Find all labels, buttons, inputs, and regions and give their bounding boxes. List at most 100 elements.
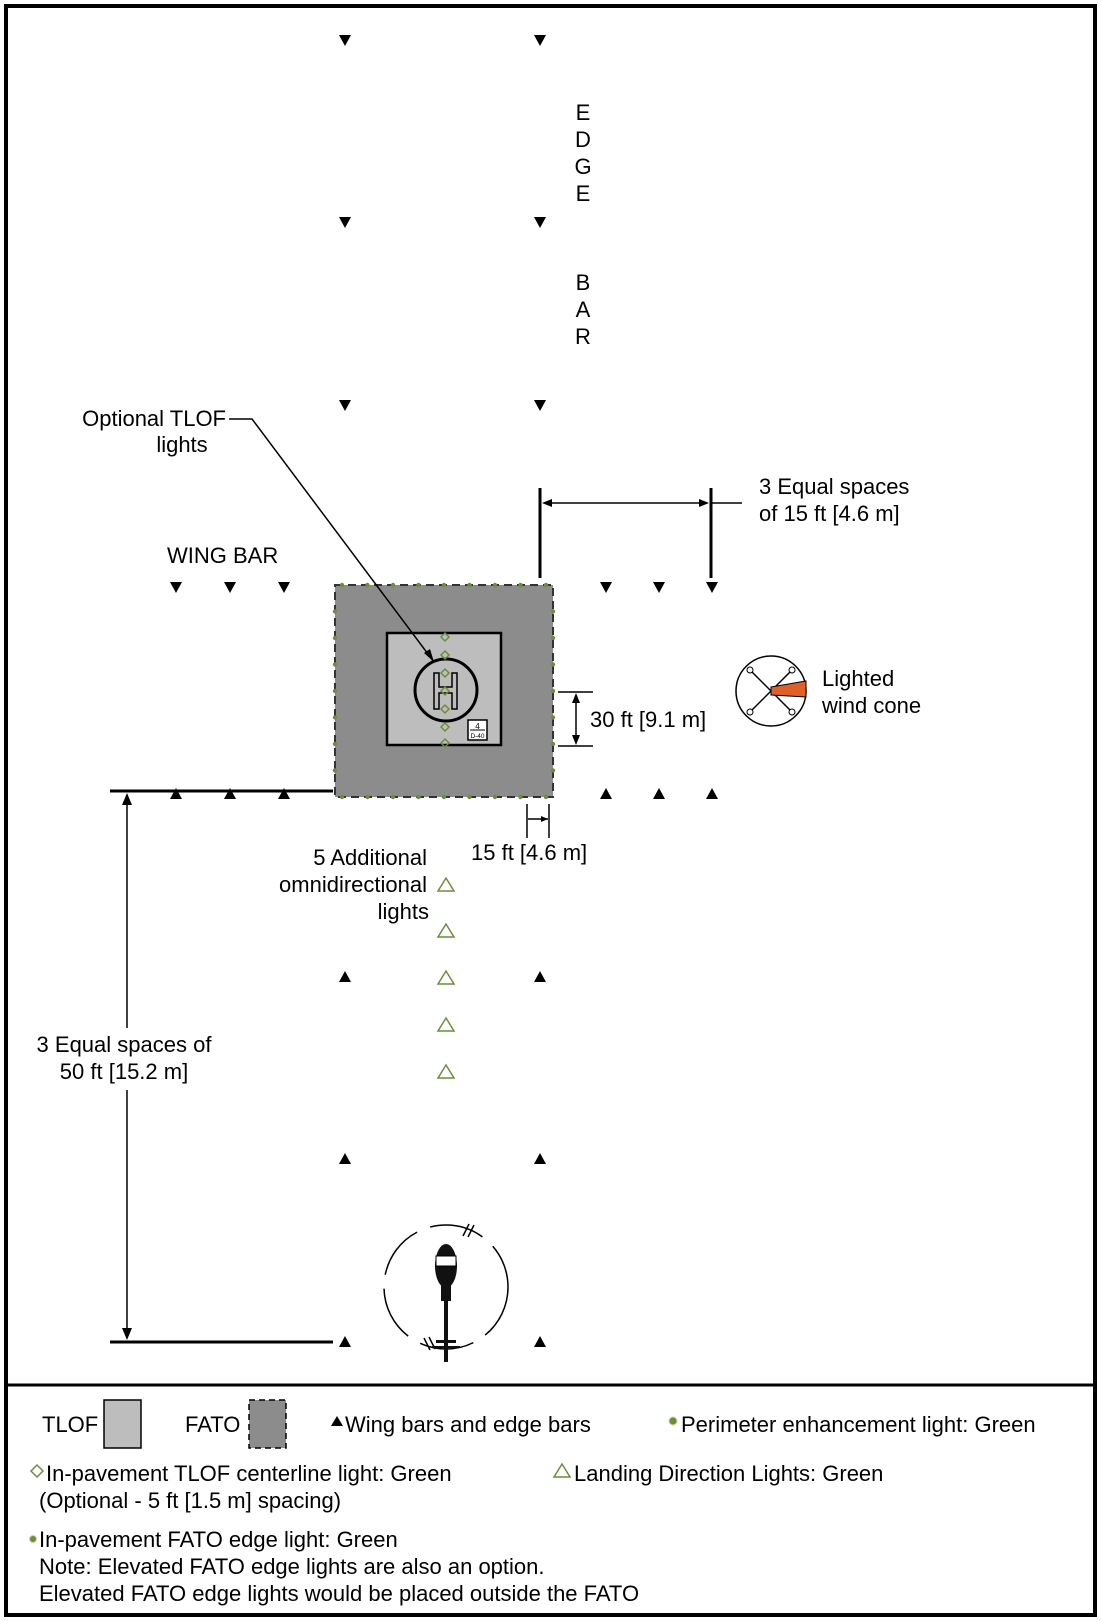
edge-bar-marker-up	[339, 1153, 351, 1164]
fato-edge-light	[492, 582, 498, 588]
edge-bar-marker-down	[339, 400, 351, 411]
fato-edge-light	[416, 582, 421, 588]
fato-edge-lights	[332, 582, 556, 800]
additional-lights-label-line3: lights	[378, 899, 429, 924]
legend-fato-label: FATO	[185, 1412, 240, 1437]
edge-letter: D	[575, 127, 591, 152]
perimeter-light-icon	[668, 1416, 678, 1426]
edge-bar-marker-up	[170, 788, 182, 799]
fato-edge-light	[543, 582, 549, 588]
fato-edge-light	[441, 582, 447, 588]
spaces-50-label-line2: 50 ft [15.2 m]	[60, 1059, 188, 1084]
edge-bar-marker-up	[339, 1336, 351, 1347]
legend-tlof-swatch	[103, 1399, 142, 1449]
bar-letter: R	[575, 324, 591, 349]
fato-edge-light	[550, 741, 556, 747]
centerline-diamond	[439, 667, 451, 679]
fato-edge-light	[365, 582, 370, 588]
fato-edge-light-icon	[29, 1535, 37, 1543]
bar-letter: B	[576, 270, 591, 295]
legend: TLOF FATO Wing bars and edge bars Perime…	[29, 1399, 1036, 1606]
fato-edge-light	[550, 715, 556, 720]
legend-note-line1: Note: Elevated FATO edge lights are also…	[39, 1554, 545, 1579]
edge-bar-marker-up	[224, 788, 236, 799]
fato-edge-light	[550, 609, 556, 614]
edge-letter: G	[574, 154, 591, 179]
landing-direction-lights	[436, 876, 456, 1079]
edge-bar-marker-up	[706, 788, 718, 799]
marking-weight: D-40	[470, 733, 484, 740]
fato-edge-light	[467, 582, 472, 588]
legend-fato-swatch	[248, 1399, 287, 1449]
centerline-diamond	[439, 721, 451, 733]
legend-note-line2: Elevated FATO edge lights would be place…	[39, 1581, 639, 1606]
edge-bar-marker-up	[600, 788, 612, 799]
edge-bar-marker-down	[278, 582, 290, 593]
dim-30-label: 30 ft [9.1 m]	[590, 707, 706, 732]
edge-bar-marker-down	[534, 35, 546, 46]
optional-tlof-label-line2: lights	[156, 432, 207, 457]
edge-bar-markers-lower	[170, 788, 718, 1347]
edge-bar-marker-down	[339, 217, 351, 228]
fato-edge-light	[550, 662, 556, 667]
spaces-50-label-line1: 3 Equal spaces of	[37, 1032, 213, 1057]
edge-bar-marker-down	[224, 582, 236, 593]
fato-edge-light	[339, 582, 345, 588]
landing-direction-light	[436, 1063, 456, 1079]
wing-bar-label: WING BAR	[167, 543, 278, 568]
edge-bar-markers-upper	[170, 35, 718, 593]
fato-edge-light	[550, 768, 556, 773]
fato-edge-light	[441, 794, 447, 800]
edge-bar-marker-up	[653, 788, 665, 799]
fato-edge-light	[518, 582, 523, 588]
triangle-marker-icon	[331, 1416, 343, 1426]
fato-edge-light	[518, 794, 523, 800]
edge-bar-marker-down	[706, 582, 718, 593]
additional-lights-label-line1: 5 Additional	[313, 845, 427, 870]
marking-number: 4	[475, 722, 480, 731]
wind-cone-icon	[735, 655, 807, 727]
landing-direction-light	[436, 922, 456, 938]
dim-15-label: 15 ft [4.6 m]	[471, 840, 587, 865]
edge-bar-marker-up	[534, 971, 546, 982]
edge-bar-marker-down	[600, 582, 612, 593]
centerline-diamond	[439, 631, 451, 643]
centerline-diamond	[439, 649, 451, 661]
diagram-frame	[4, 4, 1097, 1617]
fato-edge-light	[550, 688, 556, 694]
fato-edge-light	[332, 768, 338, 773]
edge-bar-marker-up	[534, 1153, 546, 1164]
fato-edge-light	[332, 609, 338, 614]
helicopter-icon	[383, 1223, 509, 1362]
spaces-15-label-line2: of 15 ft [4.6 m]	[759, 501, 900, 526]
centerline-diamond	[439, 703, 451, 715]
centerline-diamond	[439, 685, 451, 697]
edge-bar-marker-down	[534, 400, 546, 411]
edge-bar-marker-down	[339, 35, 351, 46]
edge-bar-marker-down	[170, 582, 182, 593]
legend-fato-edge-label: In-pavement FATO edge light: Green	[39, 1527, 398, 1552]
fato-edge-light	[332, 635, 338, 641]
fato-edge-light	[339, 794, 345, 800]
fato-edge-light	[416, 794, 421, 800]
tlof-centerline-lights	[439, 631, 451, 749]
wind-cone-label-line1: Lighted	[822, 666, 894, 691]
fato-edge-light	[543, 794, 549, 800]
edge-bar-marker-down	[653, 582, 665, 593]
fato-edge-light	[332, 741, 338, 747]
fato-edge-light	[390, 582, 396, 588]
edge-bar-marker-up	[534, 1336, 546, 1347]
legend-centerline-label-line1: In-pavement TLOF centerline light: Green	[46, 1461, 452, 1486]
centerline-diamond-icon	[29, 1463, 45, 1479]
edge-bar-marker-up	[278, 788, 290, 799]
bar-letter: A	[576, 297, 591, 322]
fato-edge-light	[332, 715, 338, 720]
legend-perimeter-label: Perimeter enhancement light: Green	[681, 1412, 1036, 1437]
fato-edge-light	[467, 794, 472, 800]
edge-letter: E	[576, 100, 591, 125]
additional-lights-label-line2: omnidirectional	[279, 872, 427, 897]
edge-bar-marker-down	[534, 217, 546, 228]
legend-wing-edge-label: Wing bars and edge bars	[345, 1412, 591, 1437]
legend-tlof-label: TLOF	[42, 1412, 98, 1437]
